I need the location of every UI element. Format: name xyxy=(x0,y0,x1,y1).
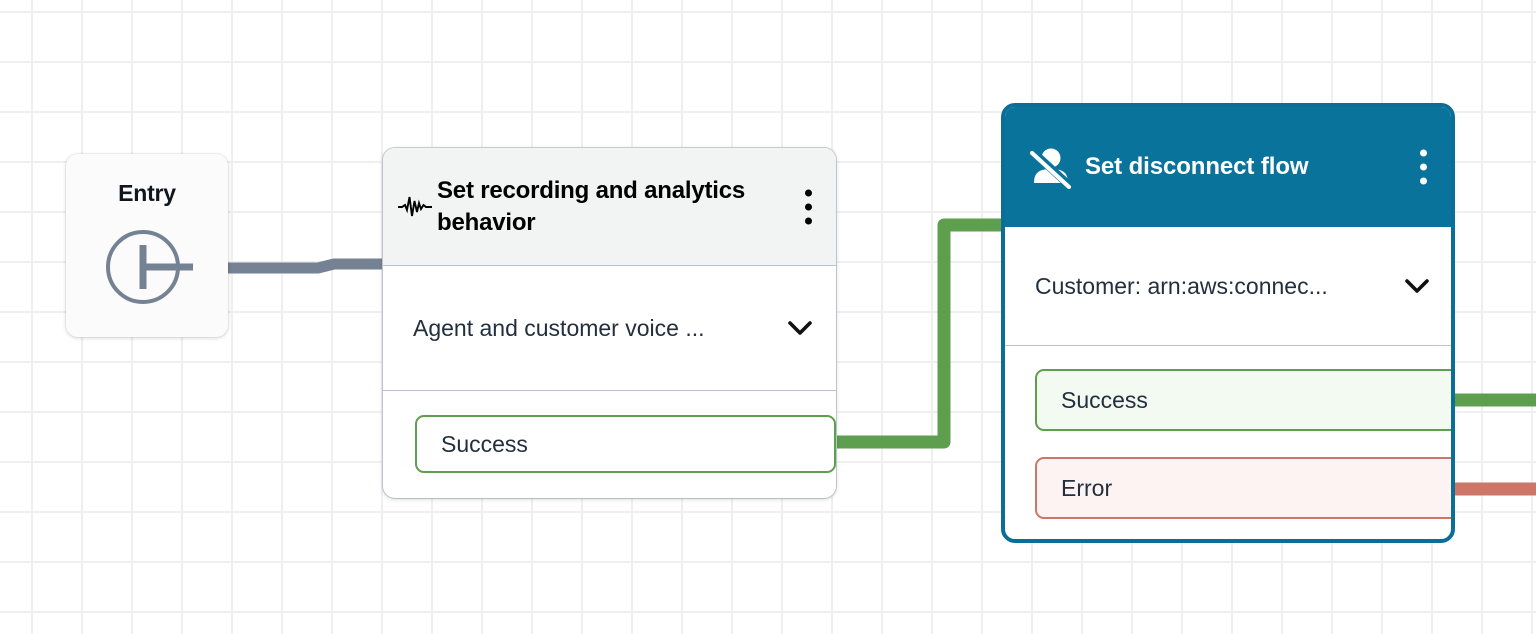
port-label: Success xyxy=(441,430,528,457)
node-header: Set recording and analytics behavior xyxy=(383,148,836,266)
dropdown-agent-and-customer-voice[interactable]: Agent and customer voice ... xyxy=(383,266,836,391)
node-title: Set recording and analytics behavior xyxy=(437,176,746,236)
dropdown-customer-arn[interactable]: Customer: arn:aws:connec... xyxy=(1005,227,1451,346)
flow-entry-icon xyxy=(101,221,193,318)
node-header: Set disconnect flow xyxy=(1005,107,1451,227)
chevron-down-icon xyxy=(786,318,814,338)
kebab-menu-icon[interactable] xyxy=(805,189,812,224)
entry-title: Entry xyxy=(118,180,176,206)
chevron-down-icon xyxy=(1403,276,1431,296)
user-off-icon xyxy=(1025,145,1077,189)
port-label: Error xyxy=(1061,474,1113,501)
audio-waveform-icon xyxy=(393,194,437,220)
port-label: Success xyxy=(1061,386,1148,413)
node-ports: Success Error xyxy=(1005,346,1451,519)
node-set-recording-and-analytics-behavior[interactable]: Set recording and analytics behavior Age… xyxy=(383,148,836,498)
kebab-menu-icon[interactable] xyxy=(1420,149,1427,185)
node-entry[interactable]: Entry xyxy=(66,154,228,337)
dropdown-label: Customer: arn:aws:connec... xyxy=(1035,272,1328,299)
port-error[interactable]: Error xyxy=(1035,457,1451,519)
port-success[interactable]: Success xyxy=(415,415,836,473)
node-title: Set disconnect flow xyxy=(1085,153,1309,180)
node-ports: Success xyxy=(383,391,836,497)
port-success[interactable]: Success xyxy=(1035,369,1451,431)
node-set-disconnect-flow[interactable]: Set disconnect flow Customer: arn:aws:co… xyxy=(1001,103,1455,543)
dropdown-label: Agent and customer voice ... xyxy=(413,314,705,341)
